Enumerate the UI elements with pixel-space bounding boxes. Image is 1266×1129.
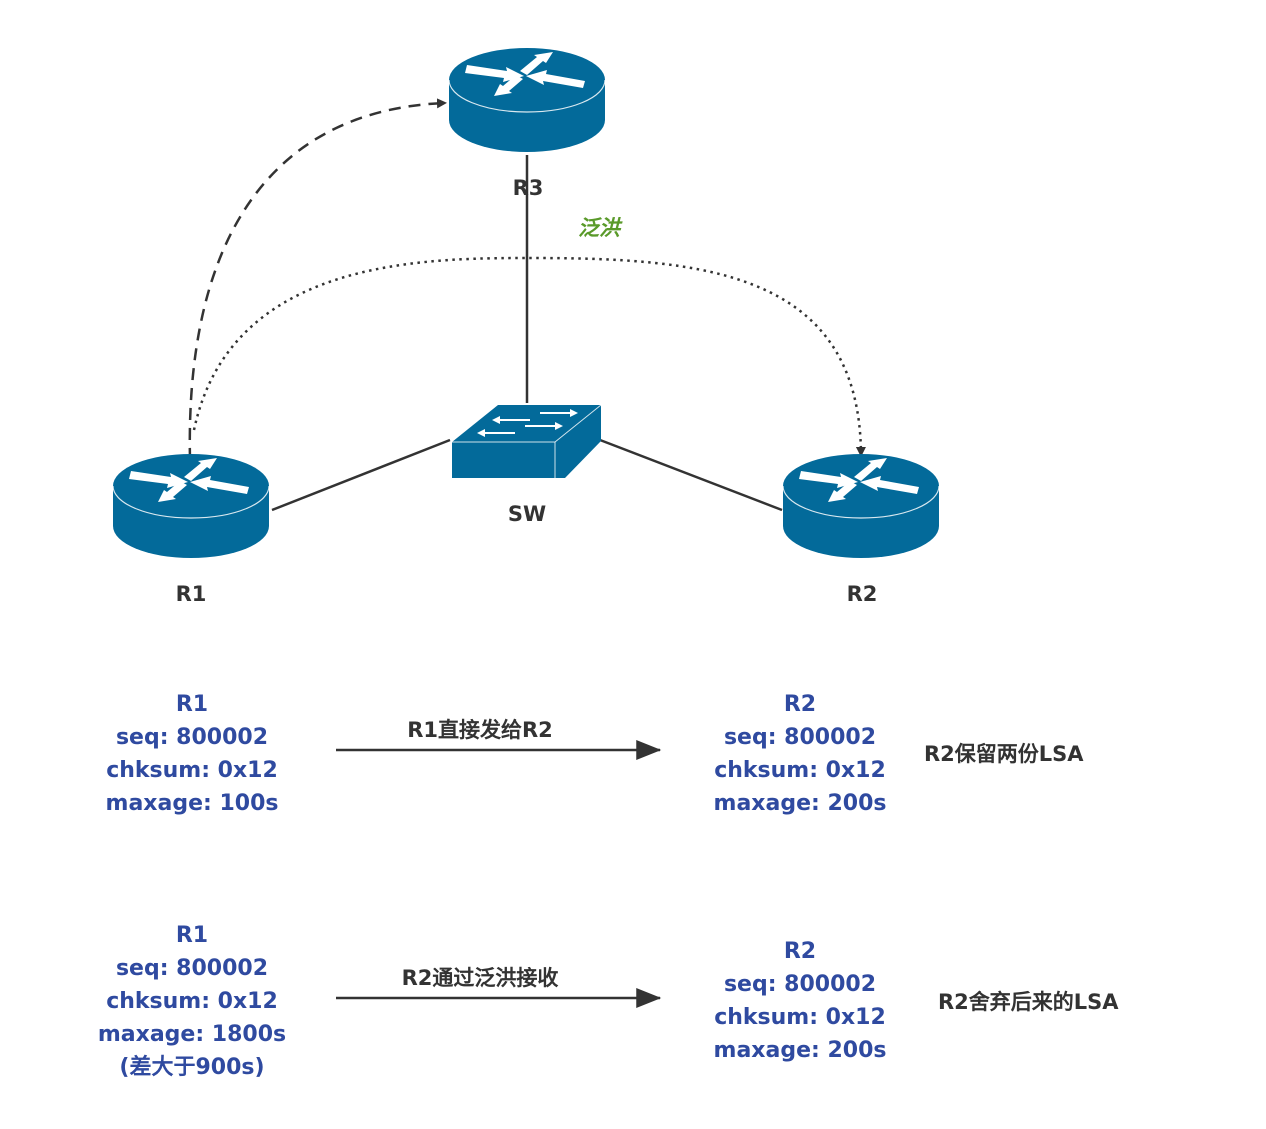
lsa-seq: seq: 800002	[723, 972, 877, 997]
scenario-2-result: R2舍弃后来的LSA	[938, 990, 1119, 1014]
lsa-seq: seq: 800002	[723, 725, 877, 750]
scenario-2-r2-lsa: R2 seq: 800002 chksum: 0x12 maxage: 200s	[714, 935, 887, 1067]
lsa-router: R1	[175, 923, 209, 948]
switch-sw-icon	[452, 404, 602, 478]
router-r1-label: R1	[175, 582, 207, 606]
lsa-chksum: chksum: 0x12	[106, 989, 278, 1014]
router-r3-label: R3	[512, 176, 544, 200]
router-r2-icon	[782, 453, 940, 559]
scenario-1-r1-lsa: R1 seq: 800002 chksum: 0x12 maxage: 100s	[106, 688, 279, 820]
lsa-seq: seq: 800002	[115, 956, 269, 981]
lsa-maxage: maxage: 100s	[105, 791, 279, 816]
lsa-maxage: maxage: 1800s	[97, 1022, 287, 1047]
switch-sw-label: SW	[507, 502, 547, 526]
lsa-maxage: maxage: 200s	[713, 791, 887, 816]
lsa-note: (差大于900s)	[119, 1055, 265, 1080]
router-r3-icon	[448, 47, 606, 153]
lsa-seq: seq: 800002	[115, 725, 269, 750]
lsa-router: R2	[783, 692, 817, 717]
link-sw-r2	[599, 438, 783, 512]
lsa-router: R2	[783, 939, 817, 964]
router-r1-icon	[112, 453, 270, 559]
scenario-2-r1-lsa: R1 seq: 800002 chksum: 0x12 maxage: 1800…	[98, 919, 286, 1084]
lsa-chksum: chksum: 0x12	[106, 758, 278, 783]
dashed-arrow-r1-to-r3	[188, 98, 447, 461]
lsa-chksum: chksum: 0x12	[714, 758, 886, 783]
lsa-chksum: chksum: 0x12	[714, 1005, 886, 1030]
link-r1-sw	[271, 438, 451, 512]
dotted-flood-arrow-r1-to-r2	[192, 256, 866, 457]
router-r2-label: R2	[846, 582, 878, 606]
lsa-router: R1	[175, 692, 209, 717]
lsa-maxage: maxage: 200s	[713, 1038, 887, 1063]
scenario-1-result: R2保留两份LSA	[924, 742, 1084, 766]
flood-label: 泛洪	[578, 216, 620, 240]
scenario-1-arrow-label: R1直接发给R2	[407, 718, 553, 742]
scenario-2-arrow-label: R2通过泛洪接收	[401, 966, 559, 990]
scenario-1-r2-lsa: R2 seq: 800002 chksum: 0x12 maxage: 200s	[714, 688, 887, 820]
